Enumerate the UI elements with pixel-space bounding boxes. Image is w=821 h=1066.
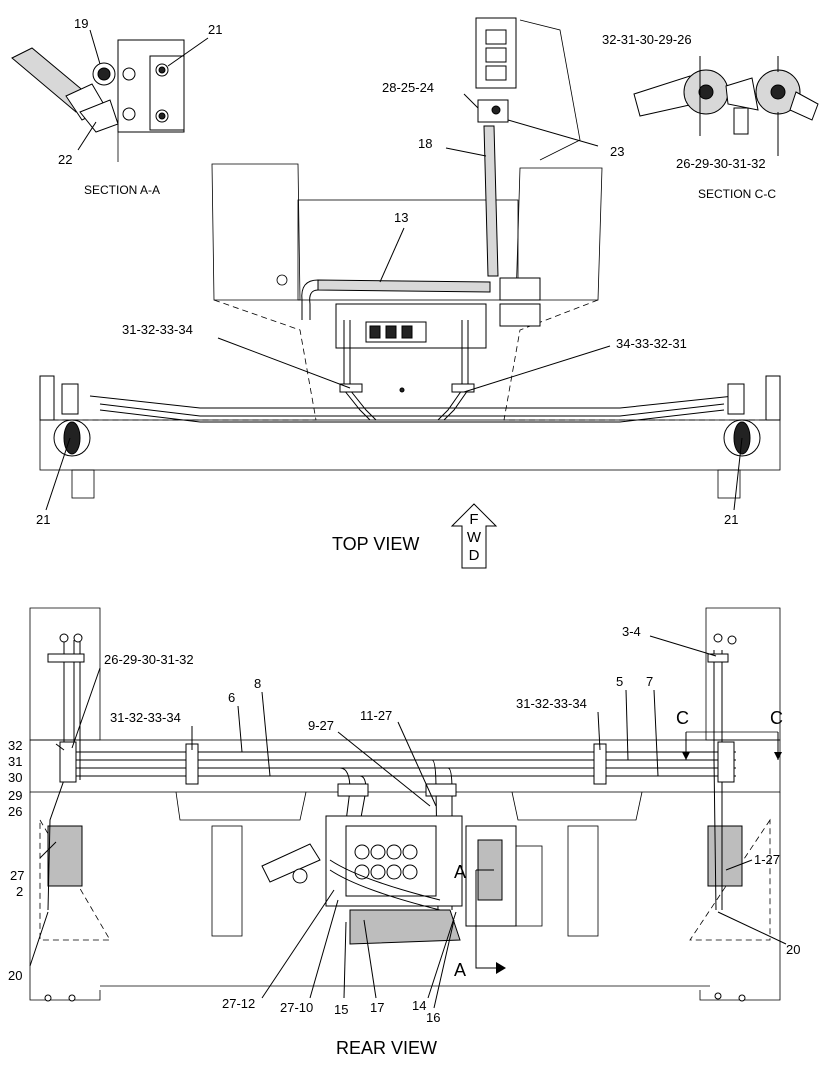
section-marker-a-bottom: A (454, 960, 466, 980)
callout-stack-32: 32 (8, 738, 22, 753)
callout-22: 22 (58, 152, 72, 167)
callout-9-27: 9-27 (308, 718, 334, 733)
callout-1-27: 1-27 (754, 852, 780, 867)
callout-19: 19 (74, 16, 88, 31)
callout-stack-2: 2 (16, 884, 23, 899)
top-view-title: TOP VIEW (332, 534, 419, 554)
rear-view-drawing (29, 607, 782, 1002)
callout-stack-30: 30 (8, 770, 22, 785)
leader-lines (29, 29, 787, 1009)
section-cc-detail (633, 69, 819, 135)
callout-31-32-33-34-top: 31-32-33-34 (122, 322, 193, 337)
callout-stack-31: 31 (8, 754, 22, 769)
callout-23: 23 (610, 144, 624, 159)
callout-7: 7 (646, 674, 653, 689)
callout-20-left: 20 (8, 968, 22, 983)
callout-26-29-30-31-32-section-cc: 26-29-30-31-32 (676, 156, 766, 171)
callout-stack-26: 26 (8, 804, 22, 819)
rear-view-title: REAR VIEW (336, 1038, 437, 1058)
callout-26-29-30-31-32-rear: 26-29-30-31-32 (104, 652, 194, 667)
callout-34-33-32-31: 34-33-32-31 (616, 336, 687, 351)
callout-32-31-30-29-26: 32-31-30-29-26 (602, 32, 692, 47)
callout-6: 6 (228, 690, 235, 705)
fwd-letter-f: F (469, 511, 478, 528)
callout-stack-27: 27 (10, 868, 24, 883)
callout-13: 13 (394, 210, 408, 225)
section-aa-detail (11, 39, 185, 162)
fwd-arrow (450, 503, 498, 569)
callout-27-12: 27-12 (222, 996, 255, 1011)
callout-16: 16 (426, 1010, 440, 1025)
section-marker-c-right: C (770, 708, 783, 728)
callout-8: 8 (254, 676, 261, 691)
section-marker-a-top: A (454, 862, 466, 882)
callout-31-32-33-34-rear-left: 31-32-33-34 (110, 710, 181, 725)
section-aa-title: SECTION A-A (84, 183, 160, 197)
callout-15: 15 (334, 1002, 348, 1017)
section-cc-title: SECTION C-C (698, 187, 776, 201)
callout-14: 14 (412, 998, 426, 1013)
callout-11-27: 11-27 (360, 708, 392, 723)
callout-stack-29: 29 (8, 788, 22, 803)
callout-21-left: 21 (36, 512, 50, 527)
callout-27-10: 27-10 (280, 1000, 313, 1015)
callout-20-right: 20 (786, 942, 800, 957)
section-marker-c-left: C (676, 708, 689, 728)
callout-31-32-33-34-rear-right: 31-32-33-34 (516, 696, 587, 711)
callout-17: 17 (370, 1000, 384, 1015)
fwd-letter-w: W (467, 529, 482, 546)
callout-28-25-24: 28-25-24 (382, 80, 434, 95)
top-view-drawing (39, 17, 781, 499)
callout-21-right: 21 (724, 512, 738, 527)
callout-18: 18 (418, 136, 432, 151)
callout-3-4: 3-4 (622, 624, 641, 639)
callout-5: 5 (616, 674, 623, 689)
callout-21-section-aa: 21 (208, 22, 222, 37)
fwd-letter-d: D (469, 547, 480, 564)
